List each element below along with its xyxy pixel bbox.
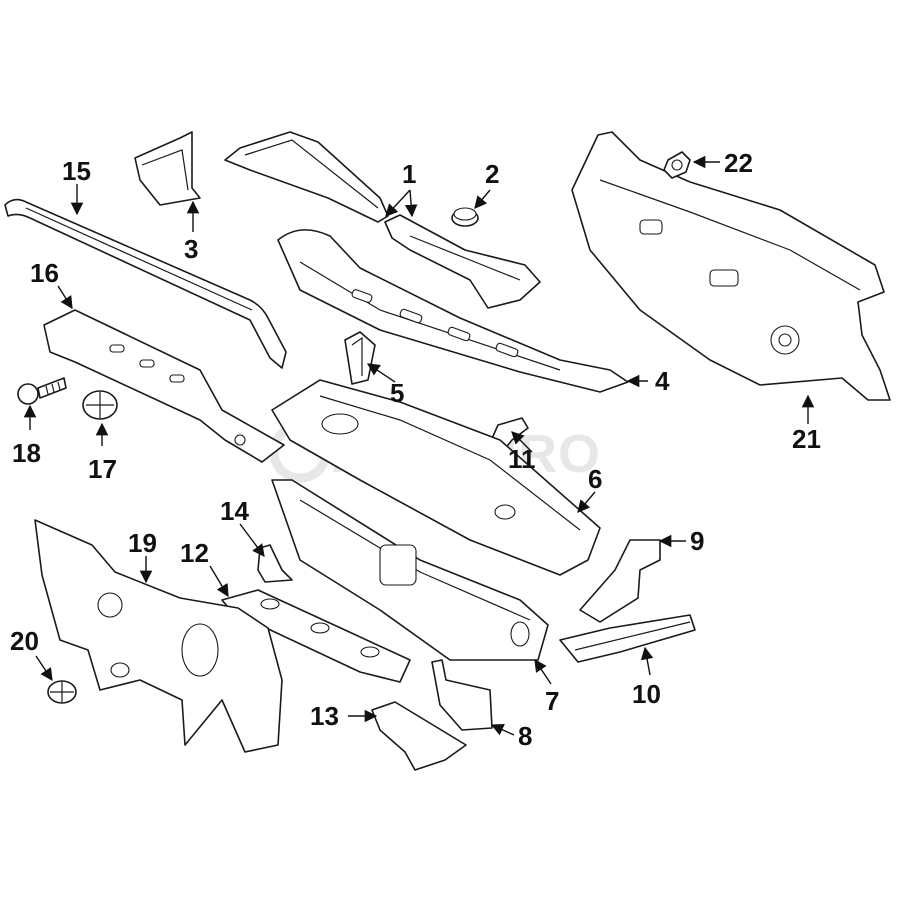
callout-2-label: 2	[485, 159, 499, 189]
part-17-clip	[82, 390, 118, 420]
part-14-bracket	[257, 544, 293, 583]
part-20-plug	[47, 680, 77, 704]
part-16-side-panel	[43, 309, 285, 463]
callout-9-label: 9	[690, 526, 704, 556]
callout-21-label: 21	[792, 424, 821, 454]
part-5-reinforcement	[344, 331, 376, 385]
callout-18-label: 18	[12, 438, 41, 468]
callout-3-label: 3	[184, 234, 198, 264]
part-15-upper-rail	[4, 198, 287, 369]
callout-15-label: 15	[62, 156, 91, 186]
part-2-grommet	[451, 207, 479, 227]
callout-16-label: 16	[30, 258, 59, 288]
callout-12-label: 12	[180, 538, 209, 568]
part-22-push-clip	[663, 151, 691, 179]
callout-7-label: 7	[545, 686, 559, 716]
callout-labels: 1 2 3 4 5 6 7 8 9 10 11 12 13 14 15 16 1…	[10, 148, 821, 751]
part-7-firewall-lower	[271, 479, 549, 661]
callout-22-label: 22	[724, 148, 753, 178]
callout-10-label: 10	[632, 679, 661, 709]
callout-leaders	[23, 155, 815, 736]
part-6-dash-upper	[271, 379, 601, 576]
callout-1-label: 1	[402, 159, 416, 189]
callout-20-label: 20	[10, 626, 39, 656]
callout-14-label: 14	[220, 496, 249, 526]
part-8-lower-bracket	[431, 659, 493, 731]
callout-13-label: 13	[310, 701, 339, 731]
callout-5-label: 5	[390, 378, 404, 408]
part-3-bracket	[134, 131, 201, 206]
part-12-reinforcement	[221, 589, 411, 683]
callout-4-label: 4	[655, 366, 670, 396]
callout-6-label: 6	[588, 464, 602, 494]
part-1-cowl-cover	[224, 131, 541, 309]
part-19-insulation	[34, 519, 283, 753]
part-4-cowl-panel	[277, 229, 629, 393]
part-18-screw	[17, 377, 67, 405]
callout-11-label: 11	[508, 444, 536, 474]
callout-17-label: 17	[88, 454, 117, 484]
part-13-corner-bracket	[371, 701, 467, 771]
callout-8-label: 8	[518, 721, 532, 751]
part-10-rail	[559, 614, 696, 663]
callout-19-label: 19	[128, 528, 157, 558]
part-9-bracket	[579, 539, 661, 623]
part-21-firewall	[571, 131, 891, 401]
